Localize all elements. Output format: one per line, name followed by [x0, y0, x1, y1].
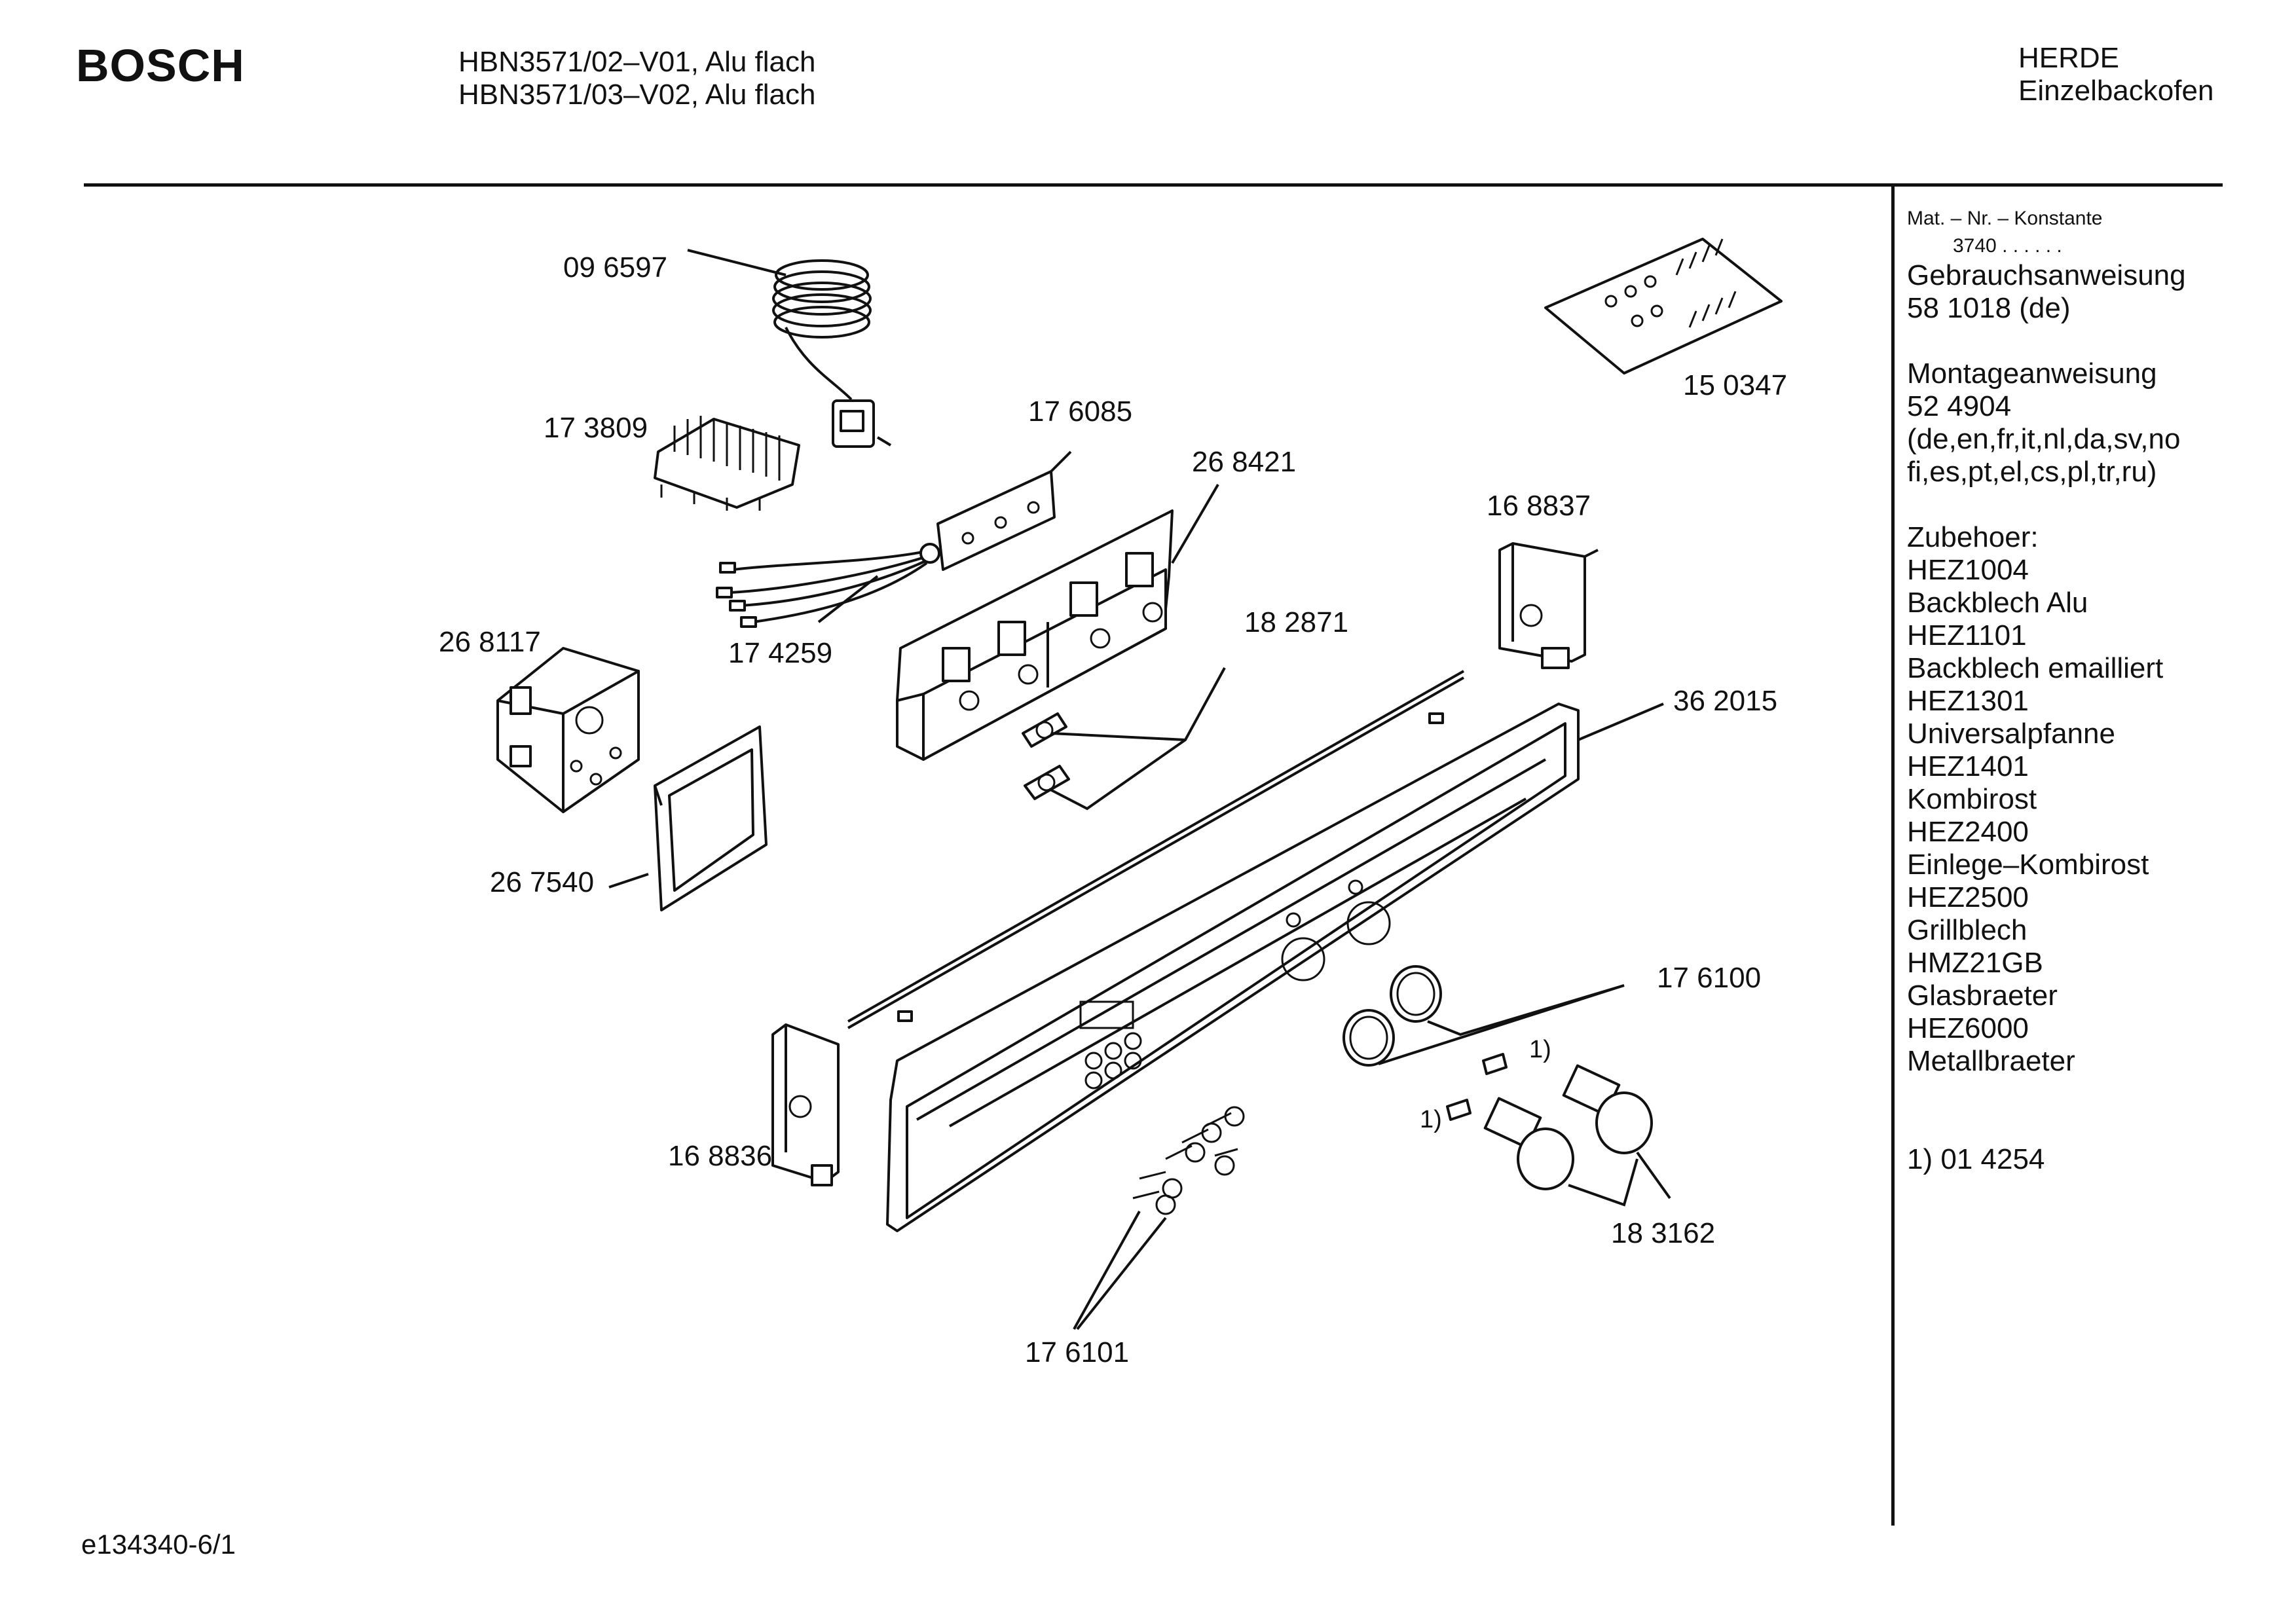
mat-number-value: 3740 . . . . . .	[1953, 235, 2062, 257]
label-knob: 18 3162	[1611, 1217, 1715, 1249]
label-small-knobs: 17 6101	[1025, 1336, 1129, 1368]
footnote-mark-2: 1)	[1420, 1106, 1442, 1133]
brand-logo: BOSCH	[76, 40, 245, 91]
model-line-2: HBN3571/03–V02, Alu flach	[458, 79, 816, 111]
header-divider	[84, 183, 2223, 187]
sidebar-line: (de,en,fr,it,nl,da,sv,no	[1907, 423, 2181, 455]
sidebar-line: Einlege–Kombirost	[1907, 849, 2149, 881]
sidebar-line: Metallbraeter	[1907, 1045, 2075, 1077]
sidebar-line: Grillblech	[1907, 914, 2028, 946]
small-knobs-part	[1073, 1106, 1245, 1330]
screw-bag-part	[1544, 238, 1783, 375]
sidebar-info: Mat. – Nr. – Konstante 3740 . . . . . . …	[1907, 204, 2274, 1176]
sidebar-line: HEZ2500	[1907, 881, 2029, 913]
thermostat-part	[687, 249, 892, 448]
wire-harness-part	[716, 543, 940, 628]
label-control-panel: 36 2015	[1673, 685, 1777, 717]
label-side-bracket-right: 16 8837	[1487, 490, 1591, 522]
sidebar-line: 58 1018 (de)	[1907, 292, 2071, 324]
label-switch-block: 17 3809	[544, 412, 648, 444]
sidebar-line: Montageanweisung	[1907, 357, 2157, 390]
label-thermostat: 09 6597	[563, 251, 667, 284]
label-wire-harness: 17 4259	[728, 637, 832, 669]
sidebar-line: Backblech emailliert	[1907, 652, 2164, 684]
category-line-2: Einzelbackofen	[2018, 75, 2214, 107]
control-module-part	[896, 483, 1219, 761]
side-bracket-left-part	[771, 1023, 840, 1186]
selector-switch-part	[496, 647, 640, 813]
sidebar-line: Kombirost	[1907, 783, 2037, 815]
label-push-button: 18 2871	[1244, 606, 1348, 638]
knob-ring-part	[1342, 965, 1625, 1067]
mat-number-label: Mat. – Nr. – Konstante	[1907, 208, 2103, 229]
label-frame: 26 7540	[490, 866, 594, 898]
sidebar-line: 1) 01 4254	[1907, 1143, 2045, 1175]
drawing-code: e134340-6/1	[81, 1529, 236, 1560]
label-bracket-plate: 17 6085	[1028, 395, 1132, 428]
sidebar-line: 52 4904	[1907, 390, 2012, 422]
switch-block-part	[654, 416, 800, 511]
sidebar-line: Universalpfanne	[1907, 718, 2115, 750]
label-knob-ring: 17 6100	[1657, 962, 1761, 994]
model-line-1: HBN3571/02–V01, Alu flach	[458, 46, 816, 78]
sidebar-line: HEZ1301	[1907, 685, 2029, 717]
push-button-part	[1022, 667, 1226, 811]
label-selector-switch: 26 8117	[439, 626, 541, 658]
side-bracket-right-part	[1498, 542, 1599, 669]
sidebar-line: Zubehoer:	[1907, 521, 2039, 553]
sidebar-line: HEZ1004	[1907, 554, 2029, 586]
sidebar-line: HEZ1401	[1907, 750, 2029, 782]
sidebar-line: Glasbraeter	[1907, 980, 2058, 1012]
sidebar-divider	[1891, 183, 1895, 1526]
sidebar-line: Gebrauchsanweisung	[1907, 259, 2186, 291]
label-screw-bag: 15 0347	[1683, 369, 1787, 401]
label-control-module: 26 8421	[1192, 446, 1296, 478]
knob-part	[1446, 1053, 1671, 1207]
sidebar-line: fi,es,pt,el,cs,pl,tr,ru)	[1907, 456, 2157, 488]
label-side-bracket-left: 16 8836	[668, 1140, 772, 1172]
footnote-mark-1: 1)	[1529, 1036, 1551, 1063]
frame-part	[608, 725, 768, 911]
sidebar-line: HEZ1101	[1907, 619, 2027, 651]
sidebar-line: Backblech Alu	[1907, 587, 2088, 619]
sidebar-line: HMZ21GB	[1907, 947, 2043, 979]
sidebar-line: HEZ2400	[1907, 816, 2029, 848]
control-panel-part	[847, 670, 1664, 1232]
bracket-plate-part	[936, 450, 1072, 571]
category-line-1: HERDE	[2018, 42, 2120, 74]
sidebar-line: HEZ6000	[1907, 1012, 2029, 1044]
